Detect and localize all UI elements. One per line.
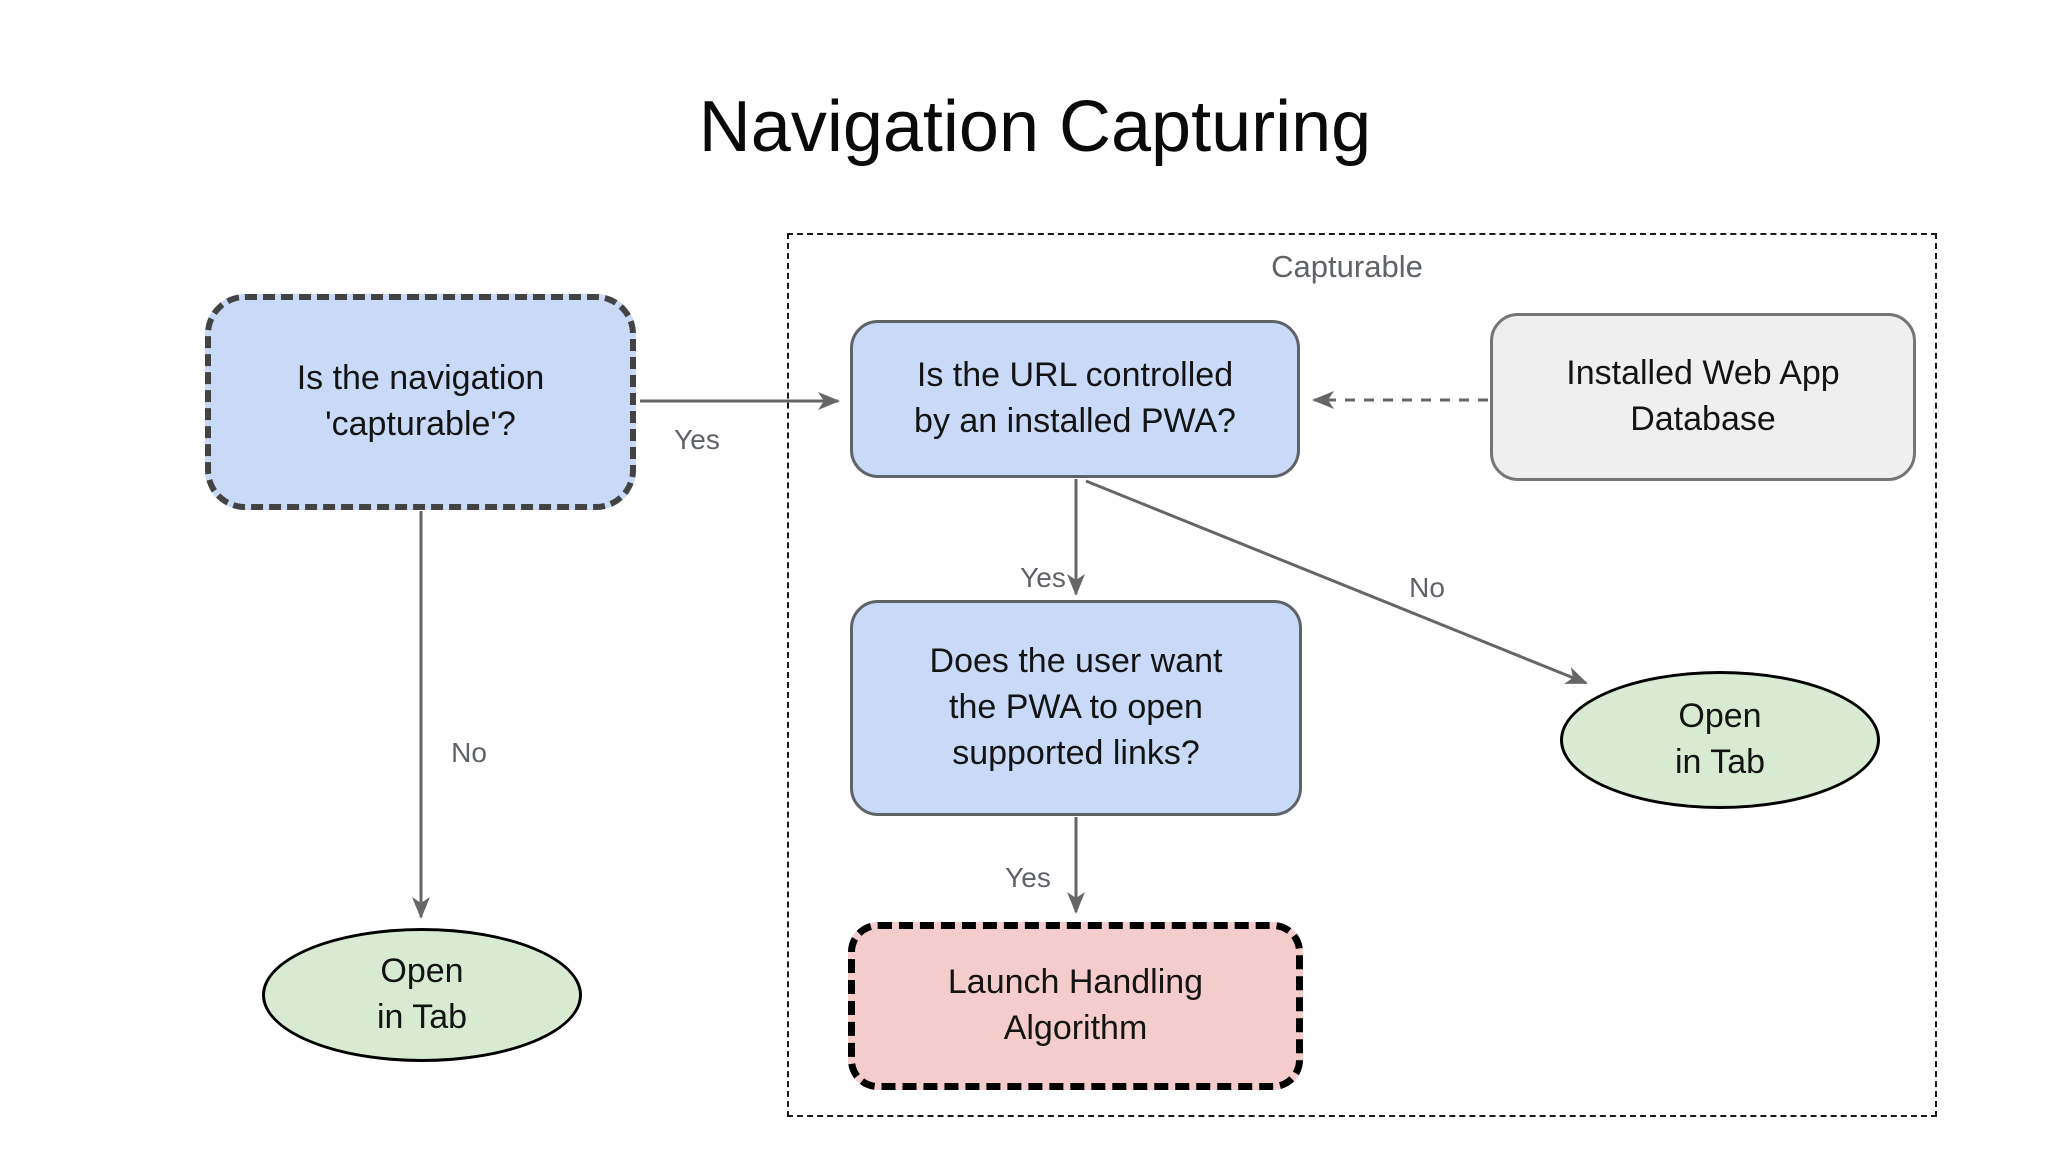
edge-label-url-no: No [1409, 572, 1445, 603]
edge-label-capturable-no: No [451, 737, 487, 768]
node-does-user-want-pwa-open-links: Does the user want the PWA to open suppo… [850, 600, 1302, 816]
page-title: Navigation Capturing [698, 87, 1372, 167]
edge-label-capturable-yes: Yes [674, 424, 720, 455]
node-open-in-tab-left: Open in Tab [262, 928, 582, 1062]
node-open-in-tab-right: Open in Tab [1560, 671, 1880, 809]
capturable-group-label: Capturable [1271, 249, 1423, 284]
capturable-group-frame [787, 233, 1937, 1117]
node-is-navigation-capturable: Is the navigation 'capturable'? [205, 294, 636, 510]
node-is-url-controlled-by-pwa: Is the URL controlled by an installed PW… [850, 320, 1300, 478]
node-installed-web-app-database: Installed Web App Database [1490, 313, 1916, 481]
arrow-url-no [1085, 479, 1588, 685]
node-launch-handling-algorithm: Launch Handling Algorithm [848, 922, 1303, 1090]
edge-label-url-yes: Yes [1020, 562, 1066, 593]
edge-label-user-yes: Yes [1005, 862, 1051, 893]
